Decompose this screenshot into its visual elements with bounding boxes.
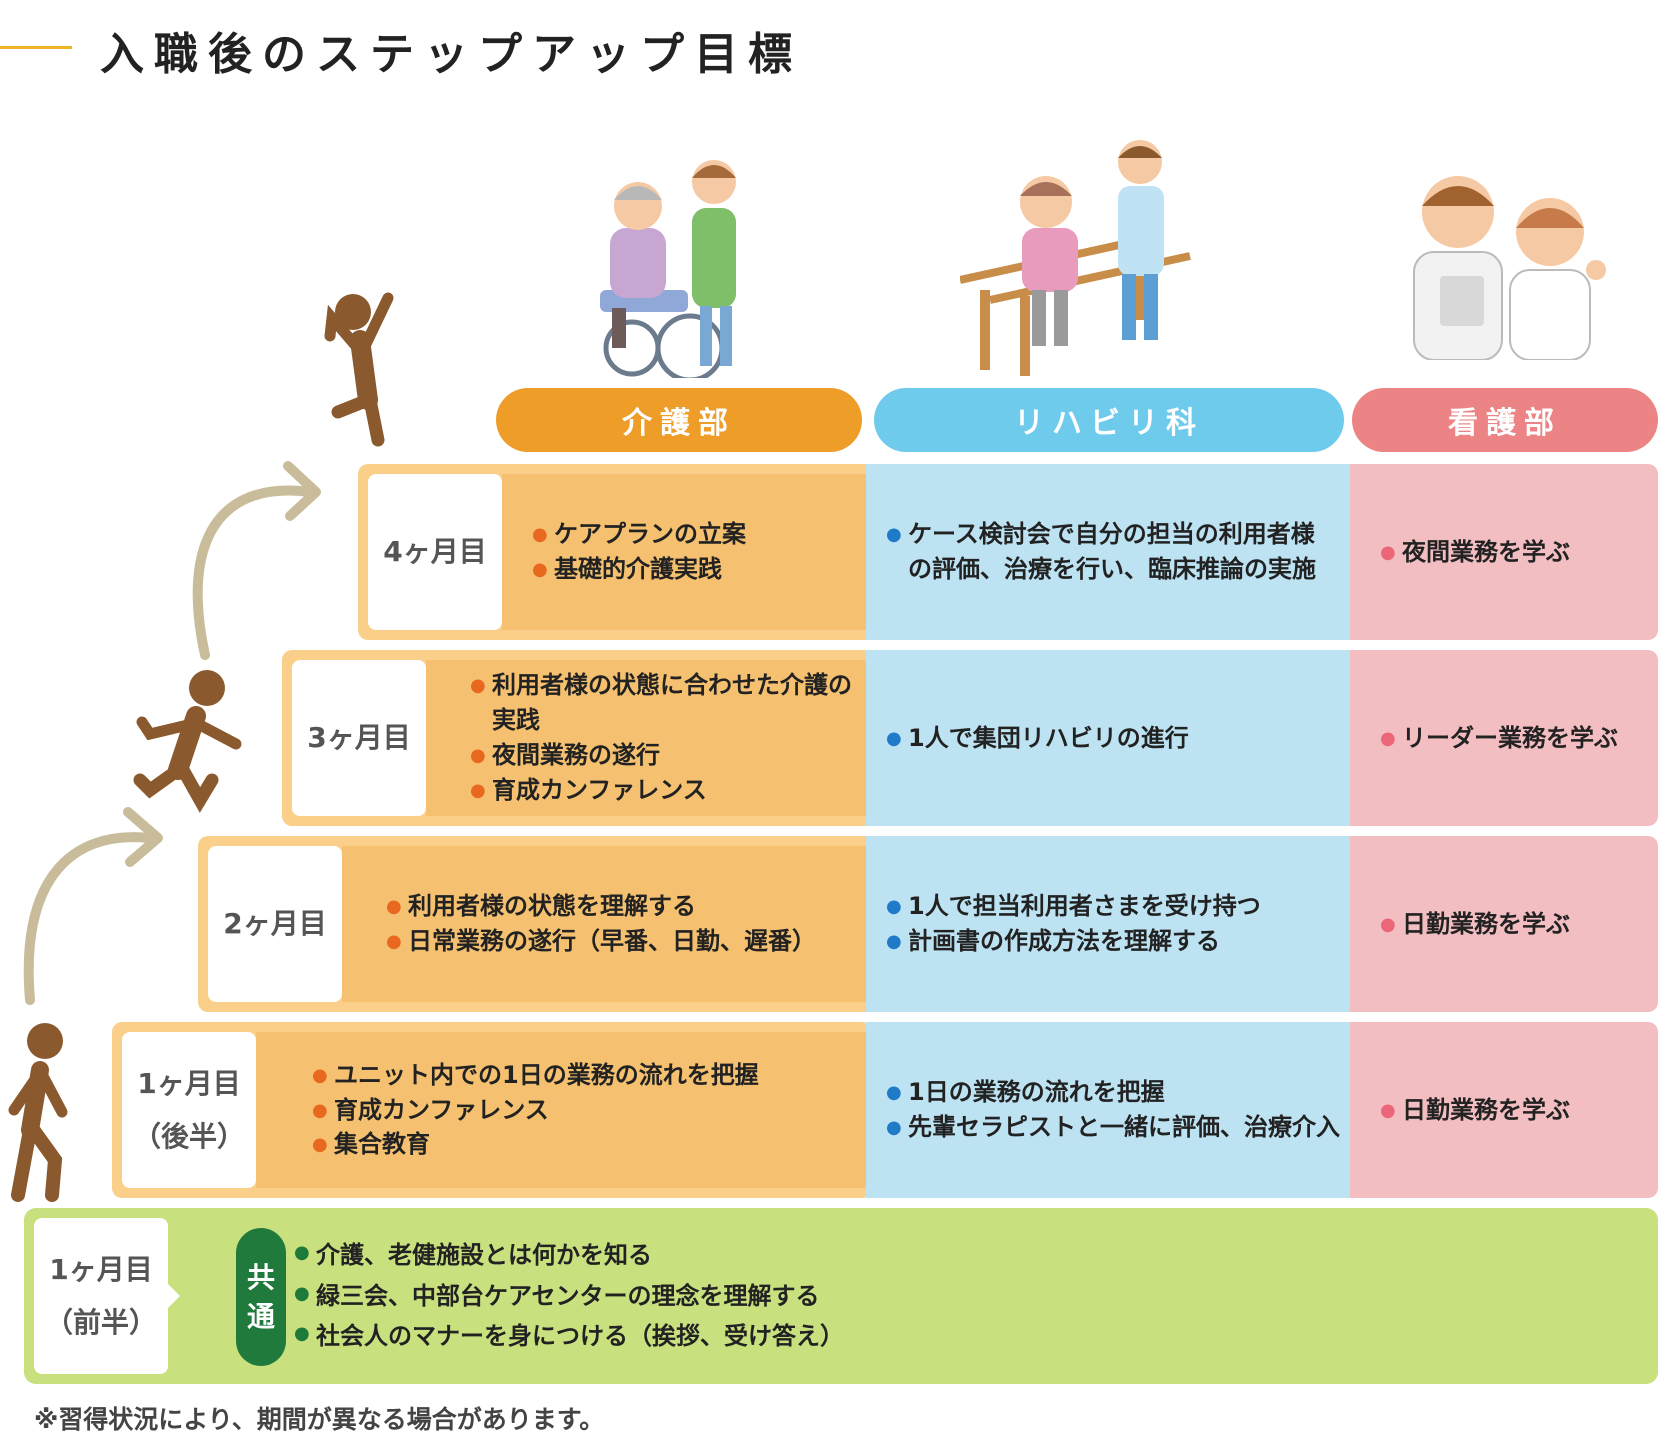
list-item: 夜間業務の遂行 bbox=[470, 738, 870, 773]
dept-header-care: 介護部 bbox=[496, 388, 862, 452]
step-figures bbox=[8, 292, 394, 1202]
list-item: 先輩セラピストと一緒に評価、治療介入 bbox=[886, 1110, 1340, 1145]
jumping-person-icon bbox=[324, 292, 394, 447]
list-item: 介護、老健施設とは何かを知る bbox=[294, 1235, 844, 1276]
month-label: 1ヶ月目 （前半） bbox=[34, 1218, 180, 1374]
list-item: ユニット内での1日の業務の流れを把握 bbox=[312, 1058, 759, 1093]
dept-header-nurse: 看護部 bbox=[1352, 388, 1658, 452]
list-item: 利用者様の状態に合わせた介護の実践 bbox=[470, 668, 870, 738]
step-row-2: 2ヶ月目 利用者様の状態を理解する 日常業務の遂行（早番、日勤、遅番） 1人で担… bbox=[198, 836, 1658, 1012]
nurse-cell: 日勤業務を学ぶ bbox=[1350, 1022, 1658, 1198]
step-row-4: 4ヶ月目 ケアプランの立案 基礎的介護実践 ケース検討会で自分の担当の利用者様の… bbox=[358, 464, 1658, 640]
list-item: 集合教育 bbox=[312, 1127, 759, 1162]
list-item: 1日の業務の流れを把握 bbox=[886, 1075, 1340, 1110]
month-label: 3ヶ月目 bbox=[292, 660, 438, 816]
care-cell: ケアプランの立案 基礎的介護実践 bbox=[502, 474, 874, 630]
reha-cell: ケース検討会で自分の担当の利用者様の評価、治療を行い、臨床推論の実施 bbox=[866, 464, 1350, 640]
list-item: 基礎的介護実践 bbox=[532, 552, 746, 587]
step-row-1-late: 1ヶ月目 （後半） ユニット内での1日の業務の流れを把握 育成カンファレンス 集… bbox=[112, 1022, 1658, 1198]
common-cell: 介護、老健施設とは何かを知る 緑三会、中部台ケアセンターの理念を理解する 社会人… bbox=[294, 1208, 1594, 1384]
common-badge: 共 通 bbox=[236, 1228, 286, 1366]
list-item: 育成カンファレンス bbox=[312, 1093, 759, 1128]
reha-cell: 1人で担当利用者さまを受け持つ 計画書の作成方法を理解する bbox=[866, 836, 1350, 1012]
list-item: 1人で担当利用者さまを受け持つ bbox=[886, 889, 1261, 924]
list-item: 社会人のマナーを身につける（挨拶、受け答え） bbox=[294, 1316, 844, 1357]
list-item: 計画書の作成方法を理解する bbox=[886, 924, 1261, 959]
care-cell: 利用者様の状態に合わせた介護の実践 夜間業務の遂行 育成カンファレンス bbox=[426, 660, 870, 816]
list-item: 利用者様の状態を理解する bbox=[386, 889, 816, 924]
reha-cell: 1人で集団リハビリの進行 bbox=[866, 650, 1350, 826]
month-label: 2ヶ月目 bbox=[208, 846, 354, 1002]
list-item: 日勤業務を学ぶ bbox=[1380, 907, 1570, 942]
list-item: 日勤業務を学ぶ bbox=[1380, 1093, 1570, 1128]
list-item: ケアプランの立案 bbox=[532, 517, 746, 552]
page-title: 入職後のステップアップ目標 bbox=[100, 29, 802, 80]
care-cell: 利用者様の状態を理解する 日常業務の遂行（早番、日勤、遅番） bbox=[342, 846, 872, 1002]
care-cell: ユニット内での1日の業務の流れを把握 育成カンファレンス 集合教育 bbox=[256, 1032, 870, 1188]
list-item: リーダー業務を学ぶ bbox=[1380, 721, 1618, 756]
list-item: 1人で集団リハビリの進行 bbox=[886, 721, 1189, 756]
reha-cell: 1日の業務の流れを把握 先輩セラピストと一緒に評価、治療介入 bbox=[866, 1022, 1350, 1198]
list-item: 夜間業務を学ぶ bbox=[1380, 535, 1570, 570]
nurses-illustration bbox=[1413, 176, 1606, 360]
step-arrow-icon bbox=[23, 485, 315, 1005]
month-label: 1ヶ月目 （後半） bbox=[122, 1032, 268, 1188]
rehab-therapist-illustration bbox=[960, 140, 1191, 376]
step-row-3: 3ヶ月目 利用者様の状態に合わせた介護の実践 夜間業務の遂行 育成カンファレンス… bbox=[282, 650, 1658, 826]
nurse-cell: リーダー業務を学ぶ bbox=[1350, 650, 1658, 826]
nurse-cell: 夜間業務を学ぶ bbox=[1350, 464, 1658, 640]
step-row-1-common: 1ヶ月目 （前半） 共 通 介護、老健施設とは何かを知る 緑三会、中部台ケアセン… bbox=[24, 1208, 1658, 1384]
dept-header-reha: リハビリ科 bbox=[874, 388, 1344, 452]
footnote: ※習得状況により、期間が異なる場合があります。 bbox=[34, 1405, 605, 1434]
list-item: 日常業務の遂行（早番、日勤、遅番） bbox=[386, 924, 816, 959]
step-arrow-head-icon bbox=[123, 461, 321, 867]
list-item: 緑三会、中部台ケアセンターの理念を理解する bbox=[294, 1276, 844, 1317]
list-item: ケース検討会で自分の担当の利用者様の評価、治療を行い、臨床推論の実施 bbox=[886, 517, 1332, 587]
walking-person-icon bbox=[8, 1023, 68, 1202]
nurse-cell: 日勤業務を学ぶ bbox=[1350, 836, 1658, 1012]
title-accent-line bbox=[0, 46, 72, 49]
month-label: 4ヶ月目 bbox=[368, 474, 514, 630]
caregiver-wheelchair-illustration bbox=[600, 160, 736, 378]
list-item: 育成カンファレンス bbox=[470, 773, 870, 808]
running-person-icon bbox=[133, 670, 242, 813]
